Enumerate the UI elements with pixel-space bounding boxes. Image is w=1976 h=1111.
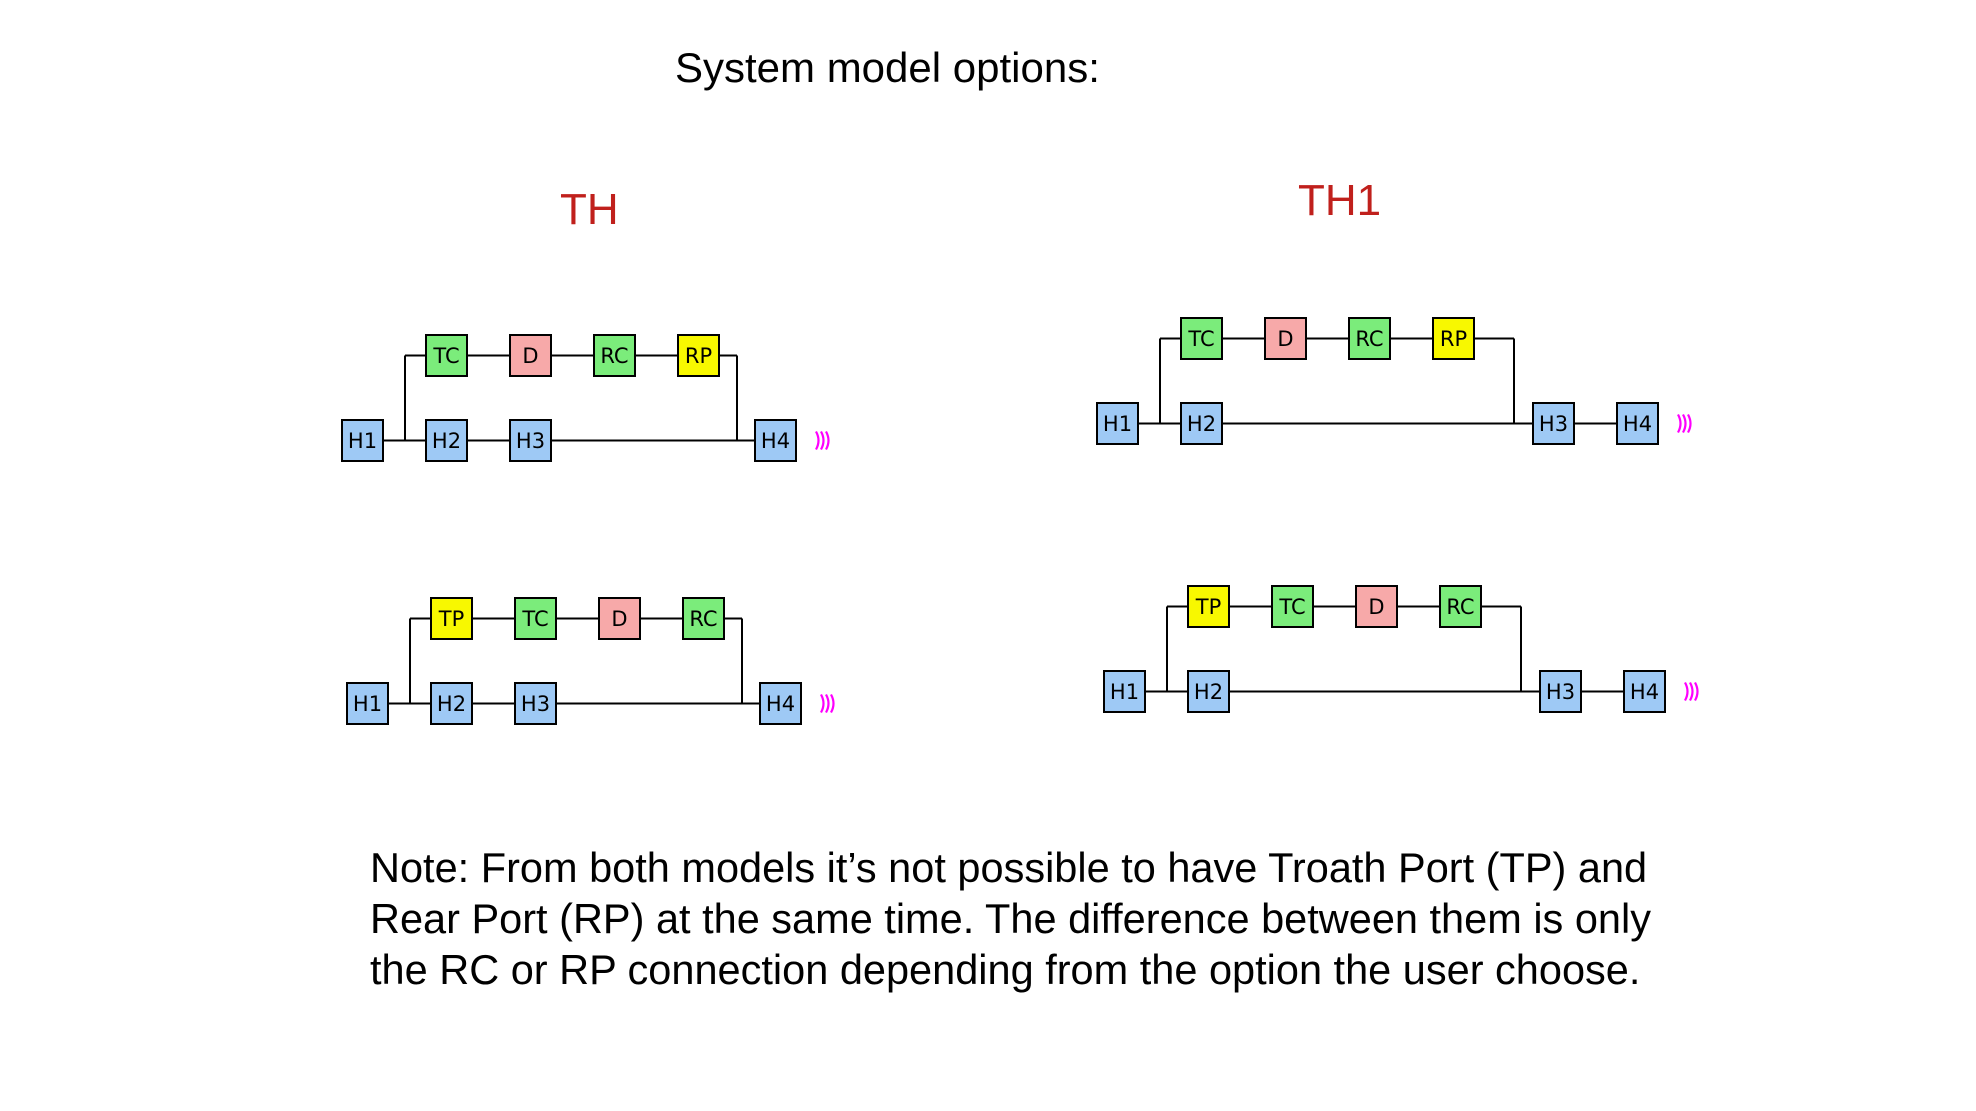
block-tp [430,597,473,640]
block-h2 [430,682,473,725]
block-label: H2 [1187,412,1216,436]
block-rc [1348,317,1391,360]
block-rp [677,334,720,377]
block-rp [1432,317,1475,360]
block-label: RC [1446,595,1474,619]
block-label: H3 [1539,412,1568,436]
block-tc [1180,317,1223,360]
block-rc [1439,585,1482,628]
block-label: H1 [1103,412,1132,436]
block-h2 [425,419,468,462]
model-diagram-th1: TP TC D RC H1 H2 H3 H4 [1103,585,1699,713]
note-text: Note: From both models it’s not possible… [370,844,1651,993]
block-label: D [1277,327,1293,351]
page-title: System model options: [675,44,1100,91]
block-label: RP [1440,327,1467,351]
block-label: H3 [516,429,545,453]
block-tc [514,597,557,640]
block-tc [425,334,468,377]
block-label: D [522,344,538,368]
wireless-signal-icon [1677,413,1692,434]
block-h2 [1180,402,1223,445]
model-title-th1: TH1 [1298,176,1382,225]
block-h1 [1103,670,1146,713]
block-h3 [514,682,557,725]
block-label: H4 [761,429,790,453]
model-diagram-th: TC D RC RP H1 H2 H3 H4 [341,334,830,462]
block-label: H4 [1623,412,1652,436]
block-d [598,597,641,640]
block-rc [682,597,725,640]
block-h4 [1616,402,1659,445]
block-label: H2 [1194,680,1223,704]
block-label: TP [438,607,465,631]
block-label: TC [1278,595,1305,619]
model-title-th: TH [560,185,619,234]
block-label: H1 [348,429,377,453]
block-label: TC [432,344,459,368]
block-h3 [1539,670,1582,713]
block-label: H3 [1546,680,1575,704]
block-h3 [509,419,552,462]
block-h4 [1623,670,1666,713]
block-h1 [1096,402,1139,445]
block-h1 [341,419,384,462]
block-h4 [759,682,802,725]
model-diagram-th1: TC D RC RP H1 H2 H3 H4 [1096,317,1692,445]
block-label: TC [1187,327,1214,351]
block-label: RP [685,344,712,368]
block-label: D [1368,595,1384,619]
block-label: TP [1195,595,1222,619]
block-h2 [1187,670,1230,713]
block-label: RC [1355,327,1383,351]
model-diagram-th: TP TC D RC H1 H2 H3 H4 [346,597,835,725]
block-label: H1 [1110,680,1139,704]
wireless-signal-icon [1684,681,1699,702]
block-rc [593,334,636,377]
block-d [1355,585,1398,628]
block-d [509,334,552,377]
block-label: H4 [766,692,795,716]
block-label: D [611,607,627,631]
block-label: H4 [1630,680,1659,704]
block-label: H3 [521,692,550,716]
block-h3 [1532,402,1575,445]
block-tp [1187,585,1230,628]
wireless-signal-icon [815,430,830,451]
block-h1 [346,682,389,725]
block-tc [1271,585,1314,628]
block-label: TC [521,607,548,631]
block-label: RC [689,607,717,631]
block-label: H2 [432,429,461,453]
block-h4 [754,419,797,462]
block-label: H2 [437,692,466,716]
block-label: RC [600,344,628,368]
wireless-signal-icon [820,693,835,714]
block-label: H1 [353,692,382,716]
block-d [1264,317,1307,360]
